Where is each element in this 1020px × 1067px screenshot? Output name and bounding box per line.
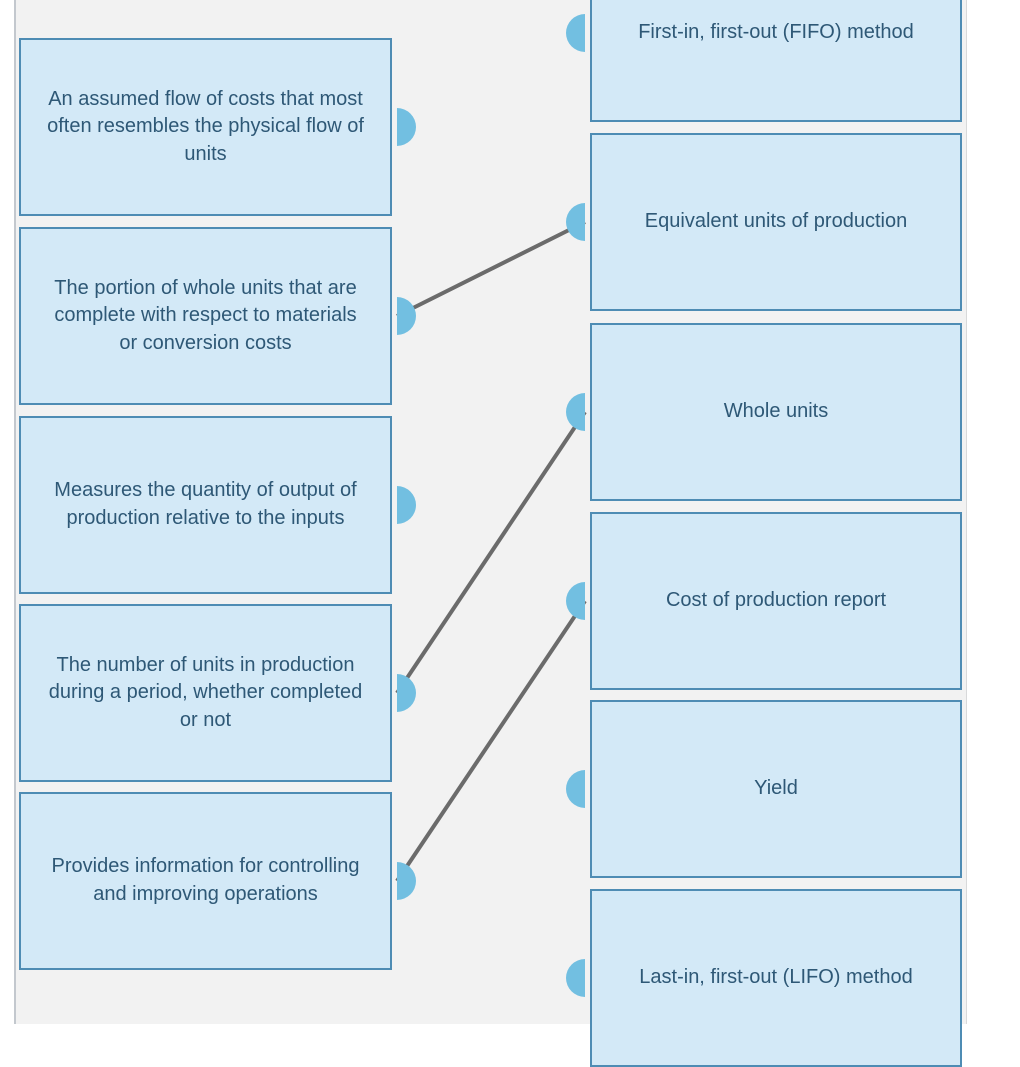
description-card-5[interactable]: Provides information for controlling and… <box>19 792 416 970</box>
term-card-yield-label: Yield <box>754 777 798 800</box>
term-card-lifo[interactable]: Last-in, first-out (LIFO) method <box>566 889 962 1067</box>
description-card-1-label: An assumed flow of costs that most often… <box>47 87 364 165</box>
term-card-fifo[interactable]: First-in, first-out (FIFO) method <box>566 0 962 122</box>
connector-dot[interactable] <box>397 108 416 146</box>
term-card-whole-units-label: Whole units <box>723 400 829 423</box>
term-card-cost-of-production-report-label: Cost of production report <box>665 589 887 612</box>
term-card-cost-of-production-report[interactable]: Cost of production report <box>566 512 962 690</box>
connector-dot[interactable] <box>566 959 585 997</box>
description-card-3[interactable]: Measures the quantity of output of produ… <box>19 416 416 594</box>
term-card-whole-units[interactable]: Whole units <box>566 323 962 501</box>
term-card-equivalent-units[interactable]: Equivalent units of production <box>566 133 962 311</box>
description-card-2[interactable]: The portion of whole units that are comp… <box>19 227 416 405</box>
connector-dot[interactable] <box>566 14 585 52</box>
description-card-4-label: The number of units in production during… <box>48 653 363 731</box>
description-card-1[interactable]: An assumed flow of costs that most often… <box>19 38 416 216</box>
description-card-2-label: The portion of whole units that are comp… <box>54 276 357 354</box>
term-card-fifo-label: First-in, first-out (FIFO) method <box>638 21 914 44</box>
term-card-yield[interactable]: Yield <box>566 700 962 878</box>
description-card-4[interactable]: The number of units in production during… <box>19 604 416 782</box>
term-card-lifo-label: Last-in, first-out (LIFO) method <box>639 966 913 989</box>
description-card-5-label: Provides information for controlling and… <box>51 855 360 905</box>
term-card-equivalent-units-label: Equivalent units of production <box>644 210 908 233</box>
description-card-3-label: Measures the quantity of output of produ… <box>54 479 357 529</box>
